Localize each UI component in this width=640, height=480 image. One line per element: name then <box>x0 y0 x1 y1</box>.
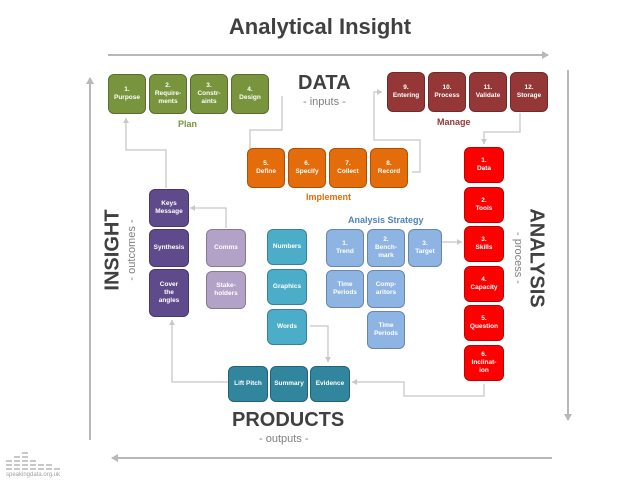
insight-to-plan-connector <box>123 118 167 188</box>
analysis-step-6: 6.Inclinat-ion <box>464 344 504 381</box>
plan-step-2: 2.Require-ments <box>149 74 187 114</box>
implement-step-1: 5.Define <box>247 148 285 188</box>
data-section-subtitle: - inputs - <box>303 96 346 108</box>
data-section-title: DATA <box>298 72 351 94</box>
plan-step-1: 1.Purpose <box>108 74 146 114</box>
insight-section-title: INSIGHT <box>101 209 124 291</box>
implement-step-3: 7.Collect <box>329 148 367 188</box>
insight-section-subtitle: - outcomes - <box>126 219 138 281</box>
products-section-subtitle: - outputs - <box>259 433 309 445</box>
strategy-comparitors: Comp-aritors <box>367 270 405 308</box>
manage-step-3: 11.Validate <box>469 72 507 112</box>
manage-step-1: 9.Entering <box>387 72 425 112</box>
plan-step-4: 4.Design <box>231 74 269 114</box>
analysis-step-1: 1.Data <box>464 147 504 183</box>
strategy-trend: 1.Trend <box>326 229 364 267</box>
insight-synthesis: Synthesis <box>149 229 189 267</box>
analysis-step-3: 3.Skills <box>464 226 504 262</box>
page-title: Analytical Insight <box>228 14 412 39</box>
analysis-strategy-label: Analysis Strategy <box>348 215 424 225</box>
stakeholders-box: Stake-holders <box>206 271 246 309</box>
implement-step-2: 6.Specify <box>288 148 326 188</box>
product-evidence: Evidence <box>310 366 350 402</box>
output-graphics: Graphics <box>267 269 307 305</box>
plan-step-3: 3.Constr-aints <box>190 74 228 114</box>
manage-label: Manage <box>437 117 471 127</box>
plan-label: Plan <box>178 119 198 129</box>
implement-step-4: 8.Record <box>370 148 408 188</box>
products-section-title: PRODUCTS <box>232 409 345 431</box>
speakingdata-logo <box>6 452 60 470</box>
comms-to-keys-connector <box>190 205 227 228</box>
comms-box: Comms <box>206 229 246 267</box>
product-summary: Summary <box>270 366 308 402</box>
strategy-benchmark: 2.Bench-mark <box>367 229 405 267</box>
analysis-to-products-connector <box>352 379 485 397</box>
output-numbers: Numbers <box>267 229 307 265</box>
analysis-step-5: 5.Question <box>464 305 504 341</box>
output-words: Words <box>267 309 307 345</box>
words-to-evidence-connector <box>310 325 331 362</box>
implement-to-manage-connector <box>373 89 421 173</box>
analysis-step-2: 2.Tools <box>464 186 504 223</box>
implement-label: Implement <box>306 192 352 202</box>
analysis-step-4: 4.Capacity <box>464 265 504 302</box>
strategy-target: 3.Target <box>408 229 442 267</box>
analysis-section-title: ANALYSIS <box>525 208 548 308</box>
website-footer: speakingdata.org.uk <box>6 472 61 478</box>
manage-step-2: 10.Process <box>428 72 466 112</box>
product-lift-pitch: Lift Pitch <box>228 366 268 402</box>
manage-step-4: 12.Storage <box>510 72 548 112</box>
products-to-insight-connector <box>169 320 228 383</box>
manage-to-analysis-connector <box>481 113 521 144</box>
analysis-section-subtitle: - process - <box>512 232 524 284</box>
